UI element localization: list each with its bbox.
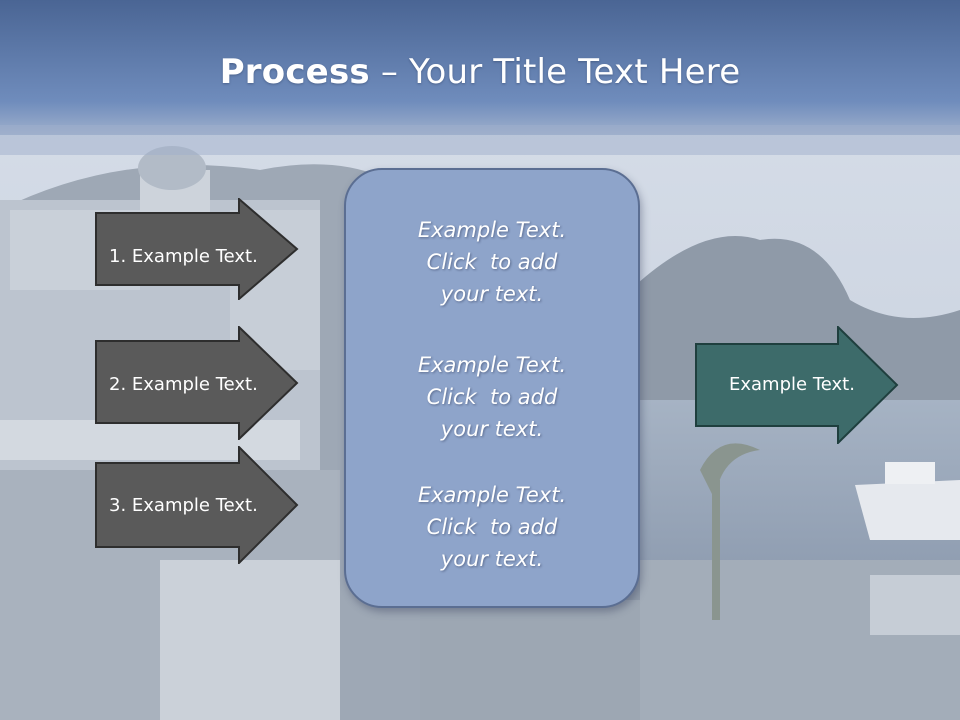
- right-arrow[interactable]: [694, 326, 900, 444]
- center-block-3-line-2: Click to add: [426, 515, 558, 539]
- center-block-1-line-3: your text.: [440, 282, 544, 306]
- center-block-3-line-3: your text.: [440, 547, 544, 571]
- title-bold: Process: [219, 52, 370, 92]
- center-block-2-line-3: your text.: [440, 417, 544, 441]
- center-block-2-line-2: Click to add: [426, 385, 558, 409]
- left-arrow-2-label: 2. Example Text.: [109, 374, 258, 395]
- slide-title: Process – Your Title Text Here: [0, 52, 960, 92]
- left-arrow-1[interactable]: [94, 198, 300, 300]
- center-block-3: Example Text. Click to add your text.: [346, 479, 638, 575]
- left-arrow-2[interactable]: [94, 326, 300, 440]
- center-block-1-line-2: Click to add: [426, 250, 558, 274]
- center-block-1-line-1: Example Text.: [417, 218, 567, 242]
- center-block-2-line-1: Example Text.: [417, 353, 567, 377]
- center-text-box[interactable]: Example Text. Click to add your text. Ex…: [344, 168, 640, 608]
- center-block-1: Example Text. Click to add your text.: [346, 214, 638, 310]
- left-arrow-1-label: 1. Example Text.: [109, 246, 258, 267]
- center-block-2: Example Text. Click to add your text.: [346, 349, 638, 445]
- right-arrow-label: Example Text.: [729, 374, 855, 395]
- left-arrow-3-label: 3. Example Text.: [109, 495, 258, 516]
- title-rest: – Your Title Text Here: [369, 52, 741, 92]
- left-arrow-3[interactable]: [94, 446, 300, 564]
- center-block-3-line-1: Example Text.: [417, 483, 567, 507]
